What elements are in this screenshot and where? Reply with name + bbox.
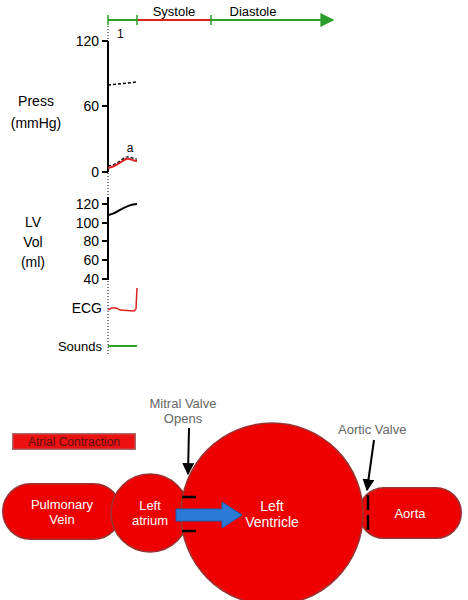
diagram-label: ECG (52, 300, 102, 316)
node-text-group: Aorta (394, 506, 425, 521)
axis-tick (102, 40, 108, 42)
ventricular-pressure-trace (108, 159, 137, 168)
diagram-label: 60 (69, 252, 99, 268)
axis-tick (102, 203, 108, 205)
callout-arrow (188, 428, 189, 474)
diagram-label: 40 (69, 271, 99, 287)
time-cursor (108, 26, 109, 354)
axis-tick (102, 171, 108, 173)
timeline-tick (210, 15, 212, 25)
box-shape (3, 484, 122, 540)
volume-axis (107, 197, 109, 280)
chamber-circle: Left Ventricle (180, 422, 364, 600)
node-text-group: Atrial Contraction (28, 435, 120, 449)
box-shape (13, 434, 136, 450)
axis-tick (102, 240, 108, 242)
axis-tick (102, 105, 108, 107)
axis-tick (102, 259, 108, 261)
sounds-trace (108, 345, 137, 347)
callout-arrow (367, 440, 374, 490)
diagram-label: Aortic Valve (338, 422, 438, 438)
diagram-label: Mitral Valve Opens (140, 396, 226, 426)
diagram-label: 120 (69, 33, 99, 49)
axis-tick (102, 222, 108, 224)
node-text-group: Pulmonary Vein (22, 497, 102, 527)
diagram-label: 80 (69, 233, 99, 249)
ecg-trace (108, 288, 137, 311)
diagram-label: Systole (144, 4, 204, 20)
timeline-tick (107, 15, 109, 25)
diagram-label: 100 (69, 215, 99, 231)
diagram-label: 60 (69, 98, 99, 114)
box-shape (359, 488, 462, 539)
diagram-label: 120 (69, 196, 99, 212)
vessel-box: Pulmonary Vein (2, 483, 122, 540)
volume-trace (108, 204, 137, 215)
axis-tick (102, 278, 108, 280)
diagram-label: 1 (117, 26, 129, 42)
node-text-group: Left atrium (124, 498, 176, 528)
diagram-label: a (123, 140, 137, 156)
node-label: Left Ventricle (237, 498, 307, 530)
systole-segment (137, 19, 211, 21)
diagram-label: LV Vol (ml) (15, 212, 51, 272)
node-label: Left atrium (124, 498, 176, 528)
diagram-label: Diastole (218, 4, 288, 20)
aortic-pressure-trace (108, 82, 137, 85)
diagram-label: Sounds (42, 339, 102, 355)
atrial-pressure-trace (108, 157, 137, 166)
chamber-shape (111, 474, 189, 552)
chamber-circle: Left atrium (110, 473, 190, 553)
node-label: Pulmonary Vein (22, 497, 102, 527)
phase-box: Atrial Contraction (12, 433, 136, 450)
timeline-bar (108, 19, 333, 21)
diagram-label: 0 (69, 164, 99, 180)
vessel-box: Aorta (358, 487, 462, 539)
timeline-tick (136, 15, 138, 25)
diagram-label: Press (mmHg) (8, 90, 64, 134)
node-label: Atrial Contraction (28, 435, 120, 449)
node-label: Aorta (394, 506, 425, 521)
node-text-group: Left Ventricle (237, 498, 307, 530)
chamber-shape (181, 423, 363, 600)
